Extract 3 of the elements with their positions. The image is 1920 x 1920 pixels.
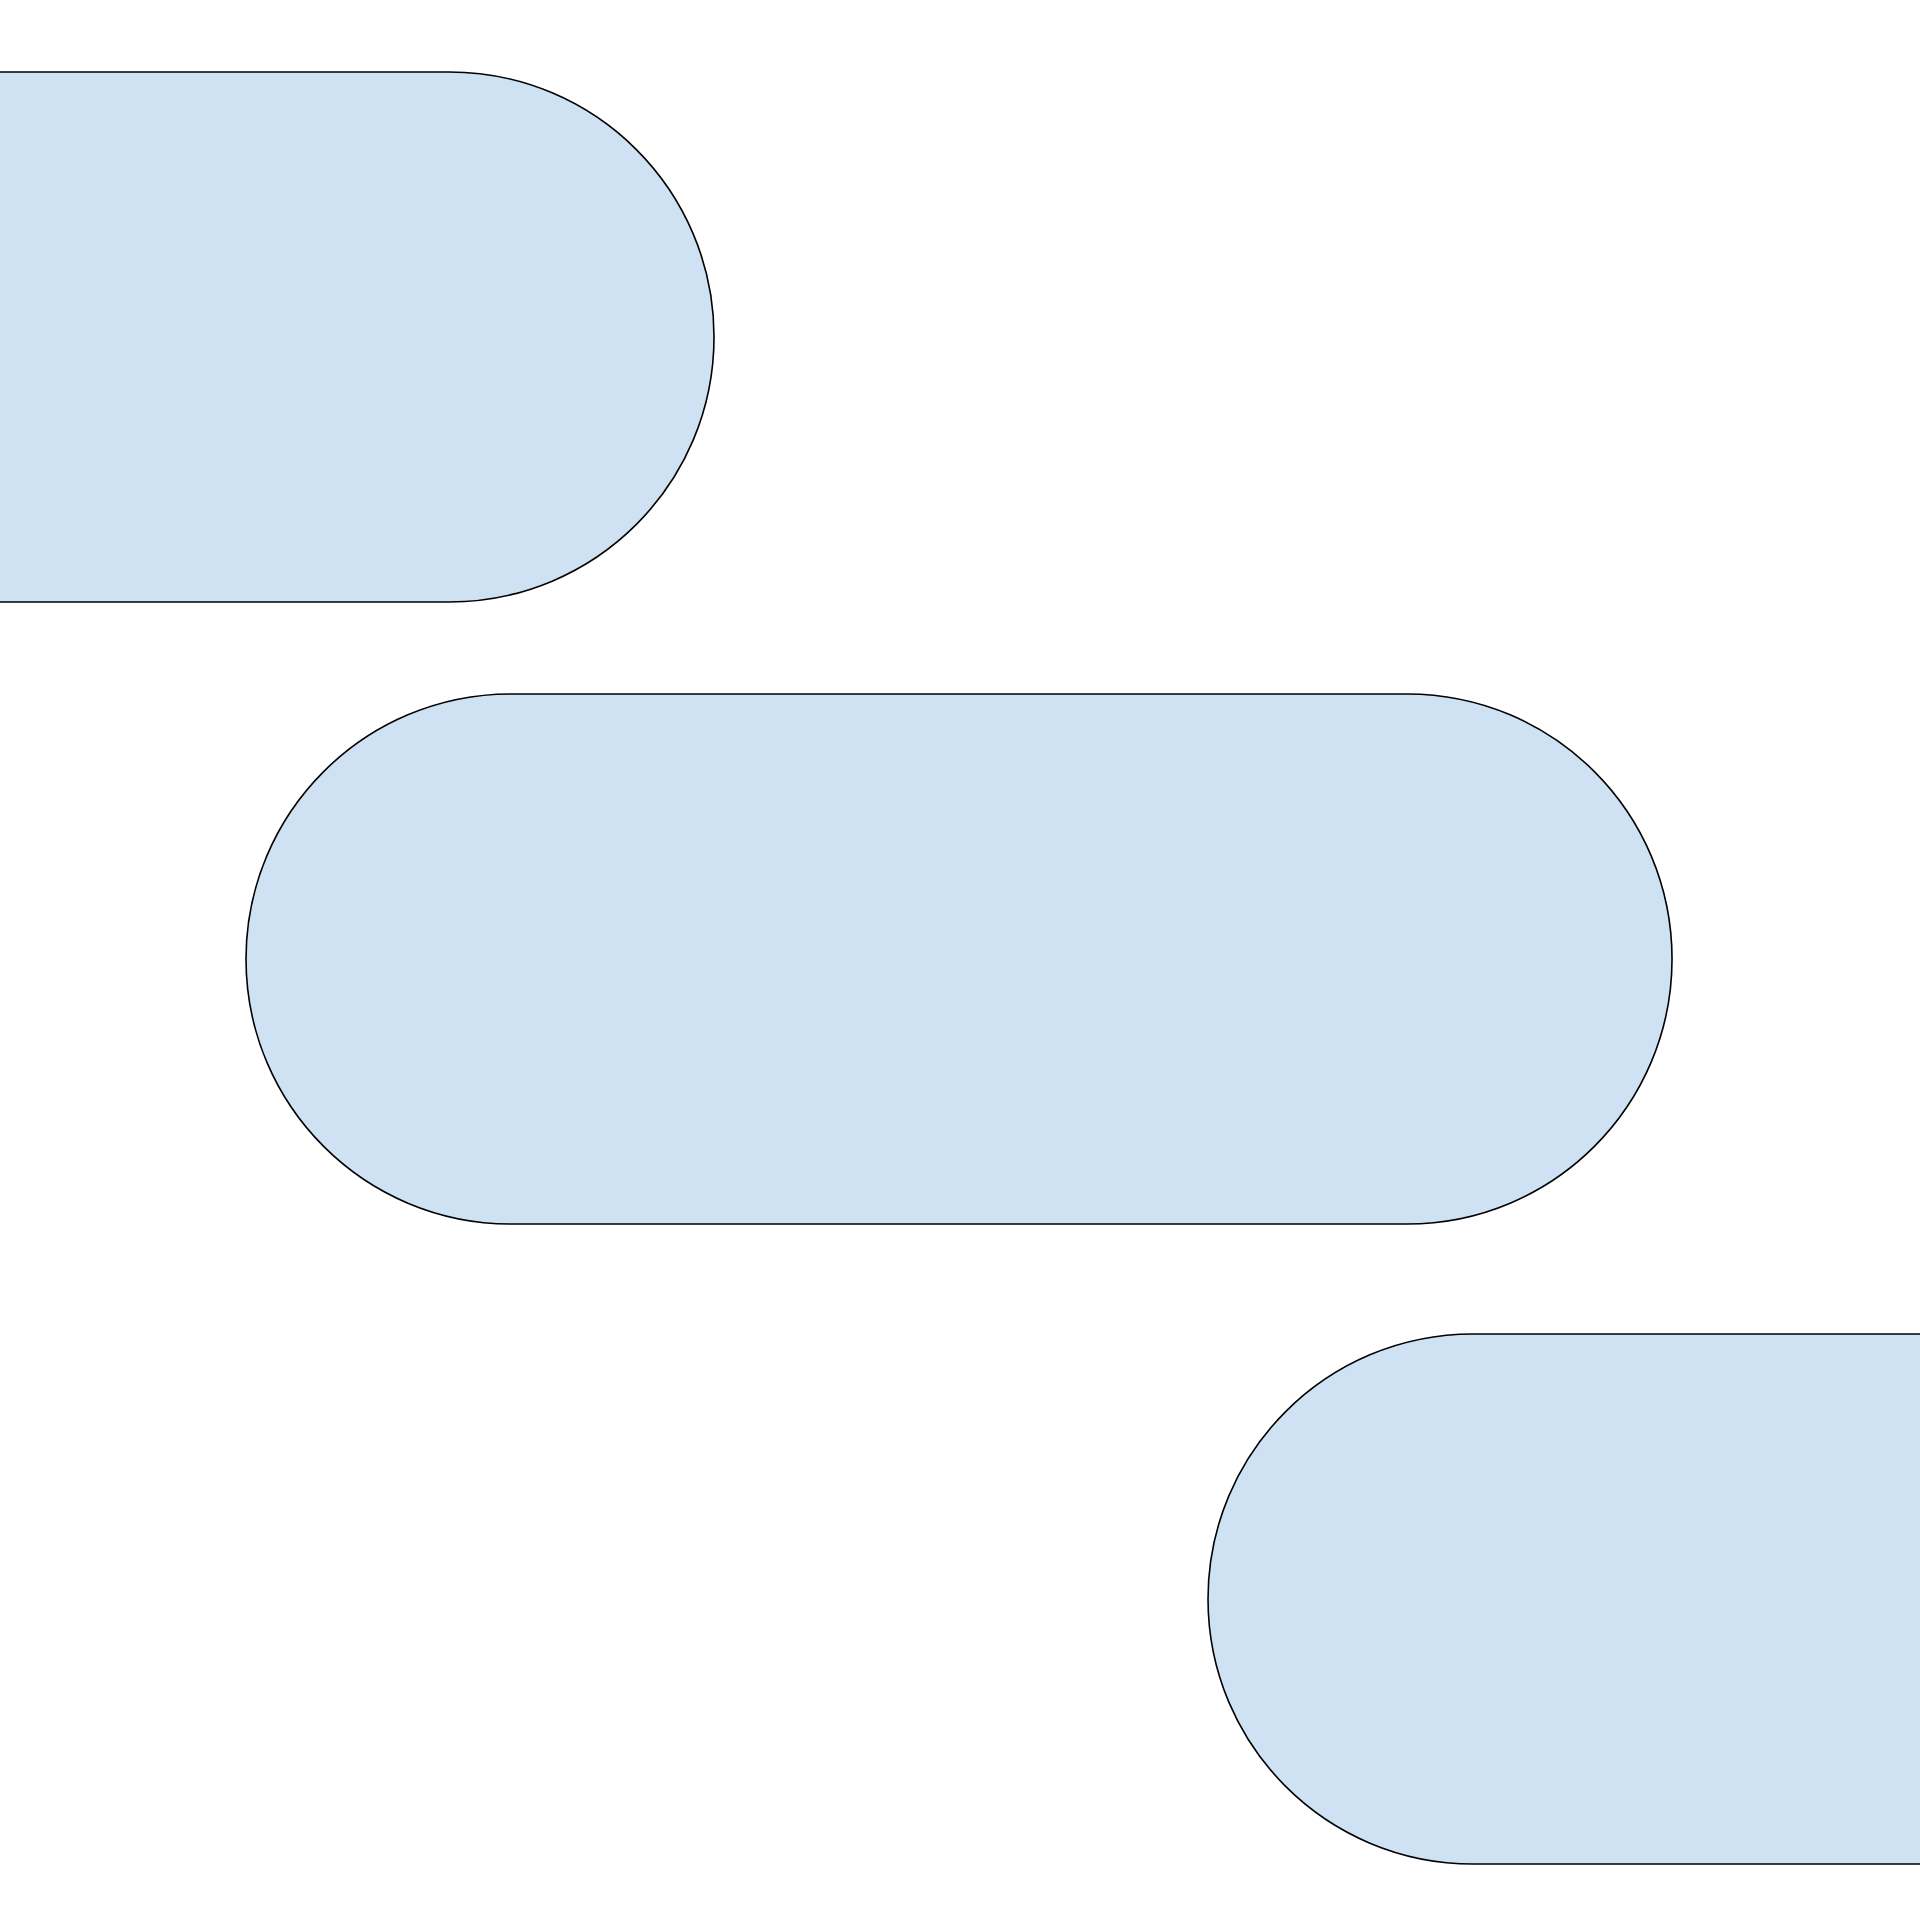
pill-shape — [245, 693, 1673, 1225]
pill-shape — [1207, 1333, 1920, 1865]
pill-shape — [0, 71, 715, 603]
